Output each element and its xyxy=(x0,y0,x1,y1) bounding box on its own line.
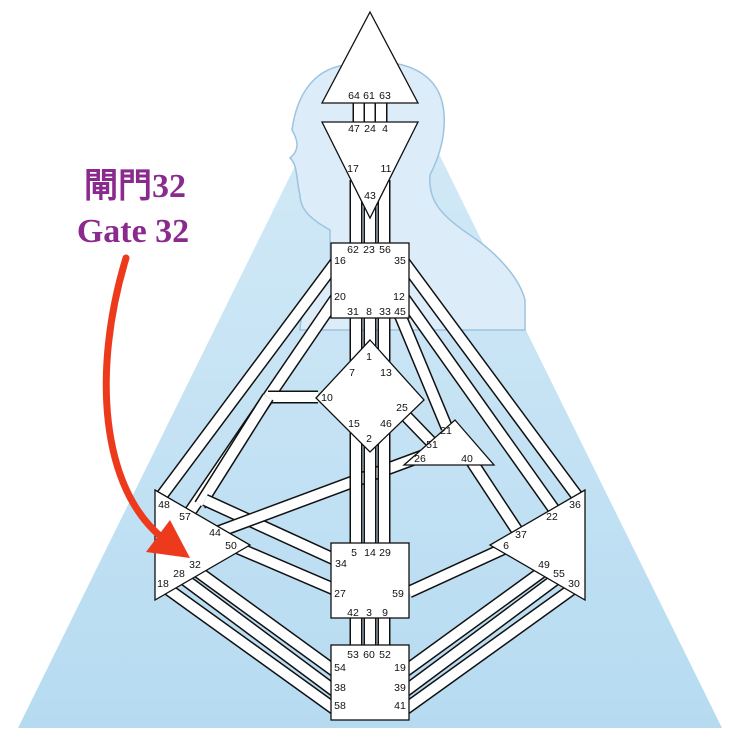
g-center xyxy=(315,339,425,453)
callout-arrow xyxy=(102,254,169,544)
channel-line xyxy=(399,295,563,518)
gate-label-46: 46 xyxy=(380,418,392,430)
gate-label-37: 37 xyxy=(515,529,527,541)
gate-label-62: 62 xyxy=(347,244,359,256)
gate-label-20: 20 xyxy=(334,291,346,303)
gate-label-5: 5 xyxy=(351,547,357,559)
gate-label-8: 8 xyxy=(366,306,372,318)
channel-line xyxy=(155,259,341,501)
root-center xyxy=(330,644,410,721)
gate-label-16: 16 xyxy=(334,255,346,267)
channel-line xyxy=(162,582,339,715)
centers xyxy=(154,10,586,721)
gate-label-53: 53 xyxy=(347,649,359,661)
channel-line xyxy=(401,582,578,715)
channel-line xyxy=(195,394,273,508)
gate-label-17: 17 xyxy=(347,163,359,175)
heart-center xyxy=(402,419,496,466)
gate-label-35: 35 xyxy=(394,255,406,267)
throat-center xyxy=(330,242,410,319)
gate-label-39: 39 xyxy=(394,682,406,694)
gate-label-15: 15 xyxy=(348,418,360,430)
gate-label-7: 7 xyxy=(349,367,355,379)
gate-label-55: 55 xyxy=(553,568,565,580)
gate-label-33: 33 xyxy=(379,306,391,318)
gate-label-24: 24 xyxy=(364,123,376,135)
channel-line xyxy=(187,561,339,677)
channel-line xyxy=(236,543,338,595)
callout-chinese-label: 閘門32 xyxy=(84,168,186,205)
gate-label-45: 45 xyxy=(394,306,406,318)
gate-label-51: 51 xyxy=(426,439,438,451)
gate-label-48: 48 xyxy=(158,499,170,511)
callout-arrowhead-icon xyxy=(146,520,190,558)
gate-label-2: 2 xyxy=(366,433,372,445)
gate-label-60: 60 xyxy=(363,649,375,661)
gate-label-43: 43 xyxy=(364,190,376,202)
gate-label-44: 44 xyxy=(209,527,221,539)
gate-label-19: 19 xyxy=(394,662,406,674)
gate-label-21: 21 xyxy=(440,425,452,437)
gate-label-52: 52 xyxy=(379,649,391,661)
solar-plexus-center xyxy=(488,488,586,602)
channel-line xyxy=(401,561,553,677)
gate-label-58: 58 xyxy=(334,700,346,712)
gate-label-41: 41 xyxy=(394,700,406,712)
gate-label-42: 42 xyxy=(347,607,359,619)
gate-label-11: 11 xyxy=(381,163,392,175)
gate-label-32: 32 xyxy=(189,559,201,571)
gate-label-4: 4 xyxy=(382,123,388,135)
channel-line xyxy=(395,313,452,430)
gate-label-12: 12 xyxy=(393,291,405,303)
gate-label-9: 9 xyxy=(382,607,388,619)
gate-label-57: 57 xyxy=(179,511,191,523)
gate-label-6: 6 xyxy=(503,540,509,552)
gate-label-59: 59 xyxy=(392,588,404,600)
gate-label-3: 3 xyxy=(366,607,372,619)
channel-line xyxy=(467,459,525,538)
sacral-center xyxy=(330,542,410,619)
gate-label-34: 34 xyxy=(335,558,347,570)
callout-english-label: Gate 32 xyxy=(76,213,190,250)
gate-label-47: 47 xyxy=(348,123,360,135)
gate-label-61: 61 xyxy=(363,90,375,102)
channel-line xyxy=(177,571,339,697)
ajna-center xyxy=(320,121,420,220)
gate-label-56: 56 xyxy=(379,244,391,256)
gate-label-14: 14 xyxy=(364,547,376,559)
gate-label-22: 22 xyxy=(546,511,558,523)
channel-line xyxy=(406,543,508,597)
gate-label-23: 23 xyxy=(363,244,375,256)
gate-label-50: 50 xyxy=(225,540,237,552)
gate-label-29: 29 xyxy=(379,547,391,559)
gate-label-36: 36 xyxy=(569,499,581,511)
gate-label-49: 49 xyxy=(538,559,550,571)
channel-line xyxy=(202,495,339,565)
head-center xyxy=(320,10,420,104)
gate-label-27: 27 xyxy=(334,588,346,600)
gate-label-13: 13 xyxy=(380,367,392,379)
gate-label-38: 38 xyxy=(334,682,346,694)
gate-label-10: 10 xyxy=(321,392,333,404)
gate-label-54: 54 xyxy=(334,662,346,674)
gate-label-31: 31 xyxy=(347,306,359,318)
gate-label-18: 18 xyxy=(157,578,169,590)
gate-label-40: 40 xyxy=(461,453,473,465)
gate-label-26: 26 xyxy=(414,453,426,465)
gate-label-1: 1 xyxy=(366,351,372,363)
gate-label-25: 25 xyxy=(396,402,408,414)
channel-line xyxy=(401,571,563,697)
gate-label-30: 30 xyxy=(568,578,580,590)
gate-label-28: 28 xyxy=(173,568,185,580)
gate-label-64: 64 xyxy=(348,90,360,102)
gate-label-63: 63 xyxy=(379,90,391,102)
channel-line xyxy=(399,259,585,503)
